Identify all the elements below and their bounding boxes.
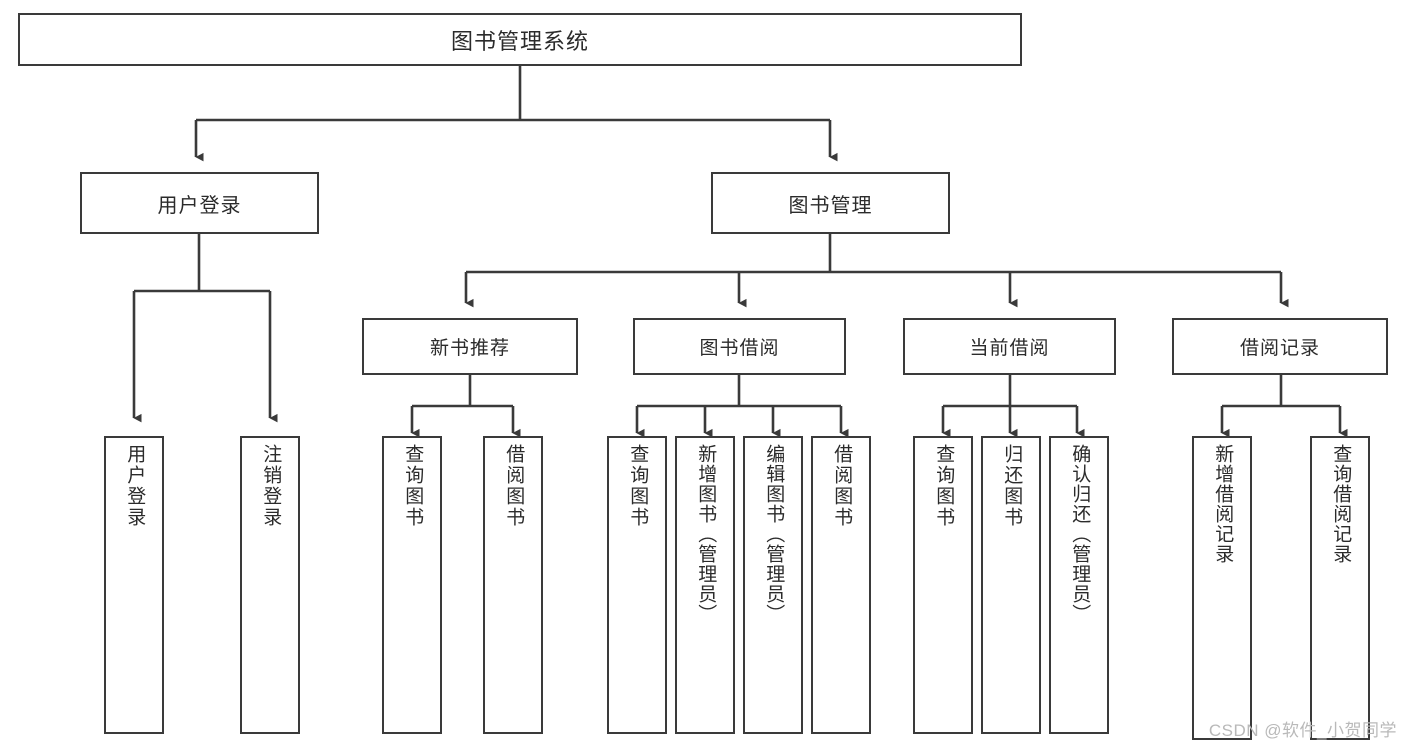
leaf-record-add-record[interactable]: 新增借阅记录	[1192, 436, 1252, 740]
leaf-borrow-borrow-book[interactable]: 借阅图书	[811, 436, 871, 734]
leaf-record-query-record-label: 查询借阅记录	[1330, 444, 1352, 564]
node-book-borrow-label: 图书借阅	[699, 338, 780, 359]
node-root-label: 图书管理系统	[450, 28, 589, 54]
leaf-borrow-borrow-book-label: 借阅图书	[831, 444, 853, 528]
leaf-current-confirm-return-label: 确认归还（管理员）	[1069, 444, 1091, 624]
node-current-borrow-label: 当前借阅	[969, 338, 1050, 359]
leaf-user-login[interactable]: 用户登录	[104, 436, 164, 734]
node-book-management-label: 图书管理	[788, 194, 873, 217]
leaf-borrow-edit-book[interactable]: 编辑图书（管理员）	[743, 436, 803, 734]
node-new-book-recommend-label: 新书推荐	[429, 338, 510, 359]
leaf-user-login-label: 用户登录	[124, 444, 146, 528]
leaf-recommend-borrow-book-label: 借阅图书	[503, 444, 525, 528]
leaf-borrow-add-book[interactable]: 新增图书（管理员）	[675, 436, 735, 734]
leaf-current-confirm-return[interactable]: 确认归还（管理员）	[1049, 436, 1109, 734]
node-book-borrow[interactable]: 图书借阅	[633, 318, 846, 375]
leaf-current-query-book[interactable]: 查询图书	[913, 436, 973, 734]
node-user-login-label: 用户登录	[157, 194, 242, 217]
leaf-borrow-edit-book-label: 编辑图书（管理员）	[763, 444, 785, 624]
node-new-book-recommend[interactable]: 新书推荐	[362, 318, 578, 375]
node-borrow-record[interactable]: 借阅记录	[1172, 318, 1388, 375]
leaf-user-logout-label: 注销登录	[260, 444, 282, 528]
leaf-current-return-book[interactable]: 归还图书	[981, 436, 1041, 734]
leaf-recommend-query-book-label: 查询图书	[402, 444, 424, 528]
leaf-user-logout[interactable]: 注销登录	[240, 436, 300, 734]
leaf-borrow-add-book-label: 新增图书（管理员）	[695, 444, 717, 624]
leaf-recommend-borrow-book[interactable]: 借阅图书	[483, 436, 543, 734]
node-current-borrow[interactable]: 当前借阅	[903, 318, 1116, 375]
node-user-login[interactable]: 用户登录	[80, 172, 319, 234]
leaf-current-query-book-label: 查询图书	[933, 444, 955, 528]
leaf-borrow-query-book-label: 查询图书	[627, 444, 649, 528]
leaf-record-query-record[interactable]: 查询借阅记录	[1310, 436, 1370, 740]
node-root[interactable]: 图书管理系统	[18, 13, 1022, 66]
leaf-borrow-query-book[interactable]: 查询图书	[607, 436, 667, 734]
node-book-management[interactable]: 图书管理	[711, 172, 950, 234]
watermark: CSDN @软件_小贺同学	[1208, 721, 1397, 740]
leaf-record-add-record-label: 新增借阅记录	[1212, 444, 1234, 564]
leaf-recommend-query-book[interactable]: 查询图书	[382, 436, 442, 734]
leaf-current-return-book-label: 归还图书	[1001, 444, 1023, 528]
node-borrow-record-label: 借阅记录	[1239, 338, 1320, 359]
